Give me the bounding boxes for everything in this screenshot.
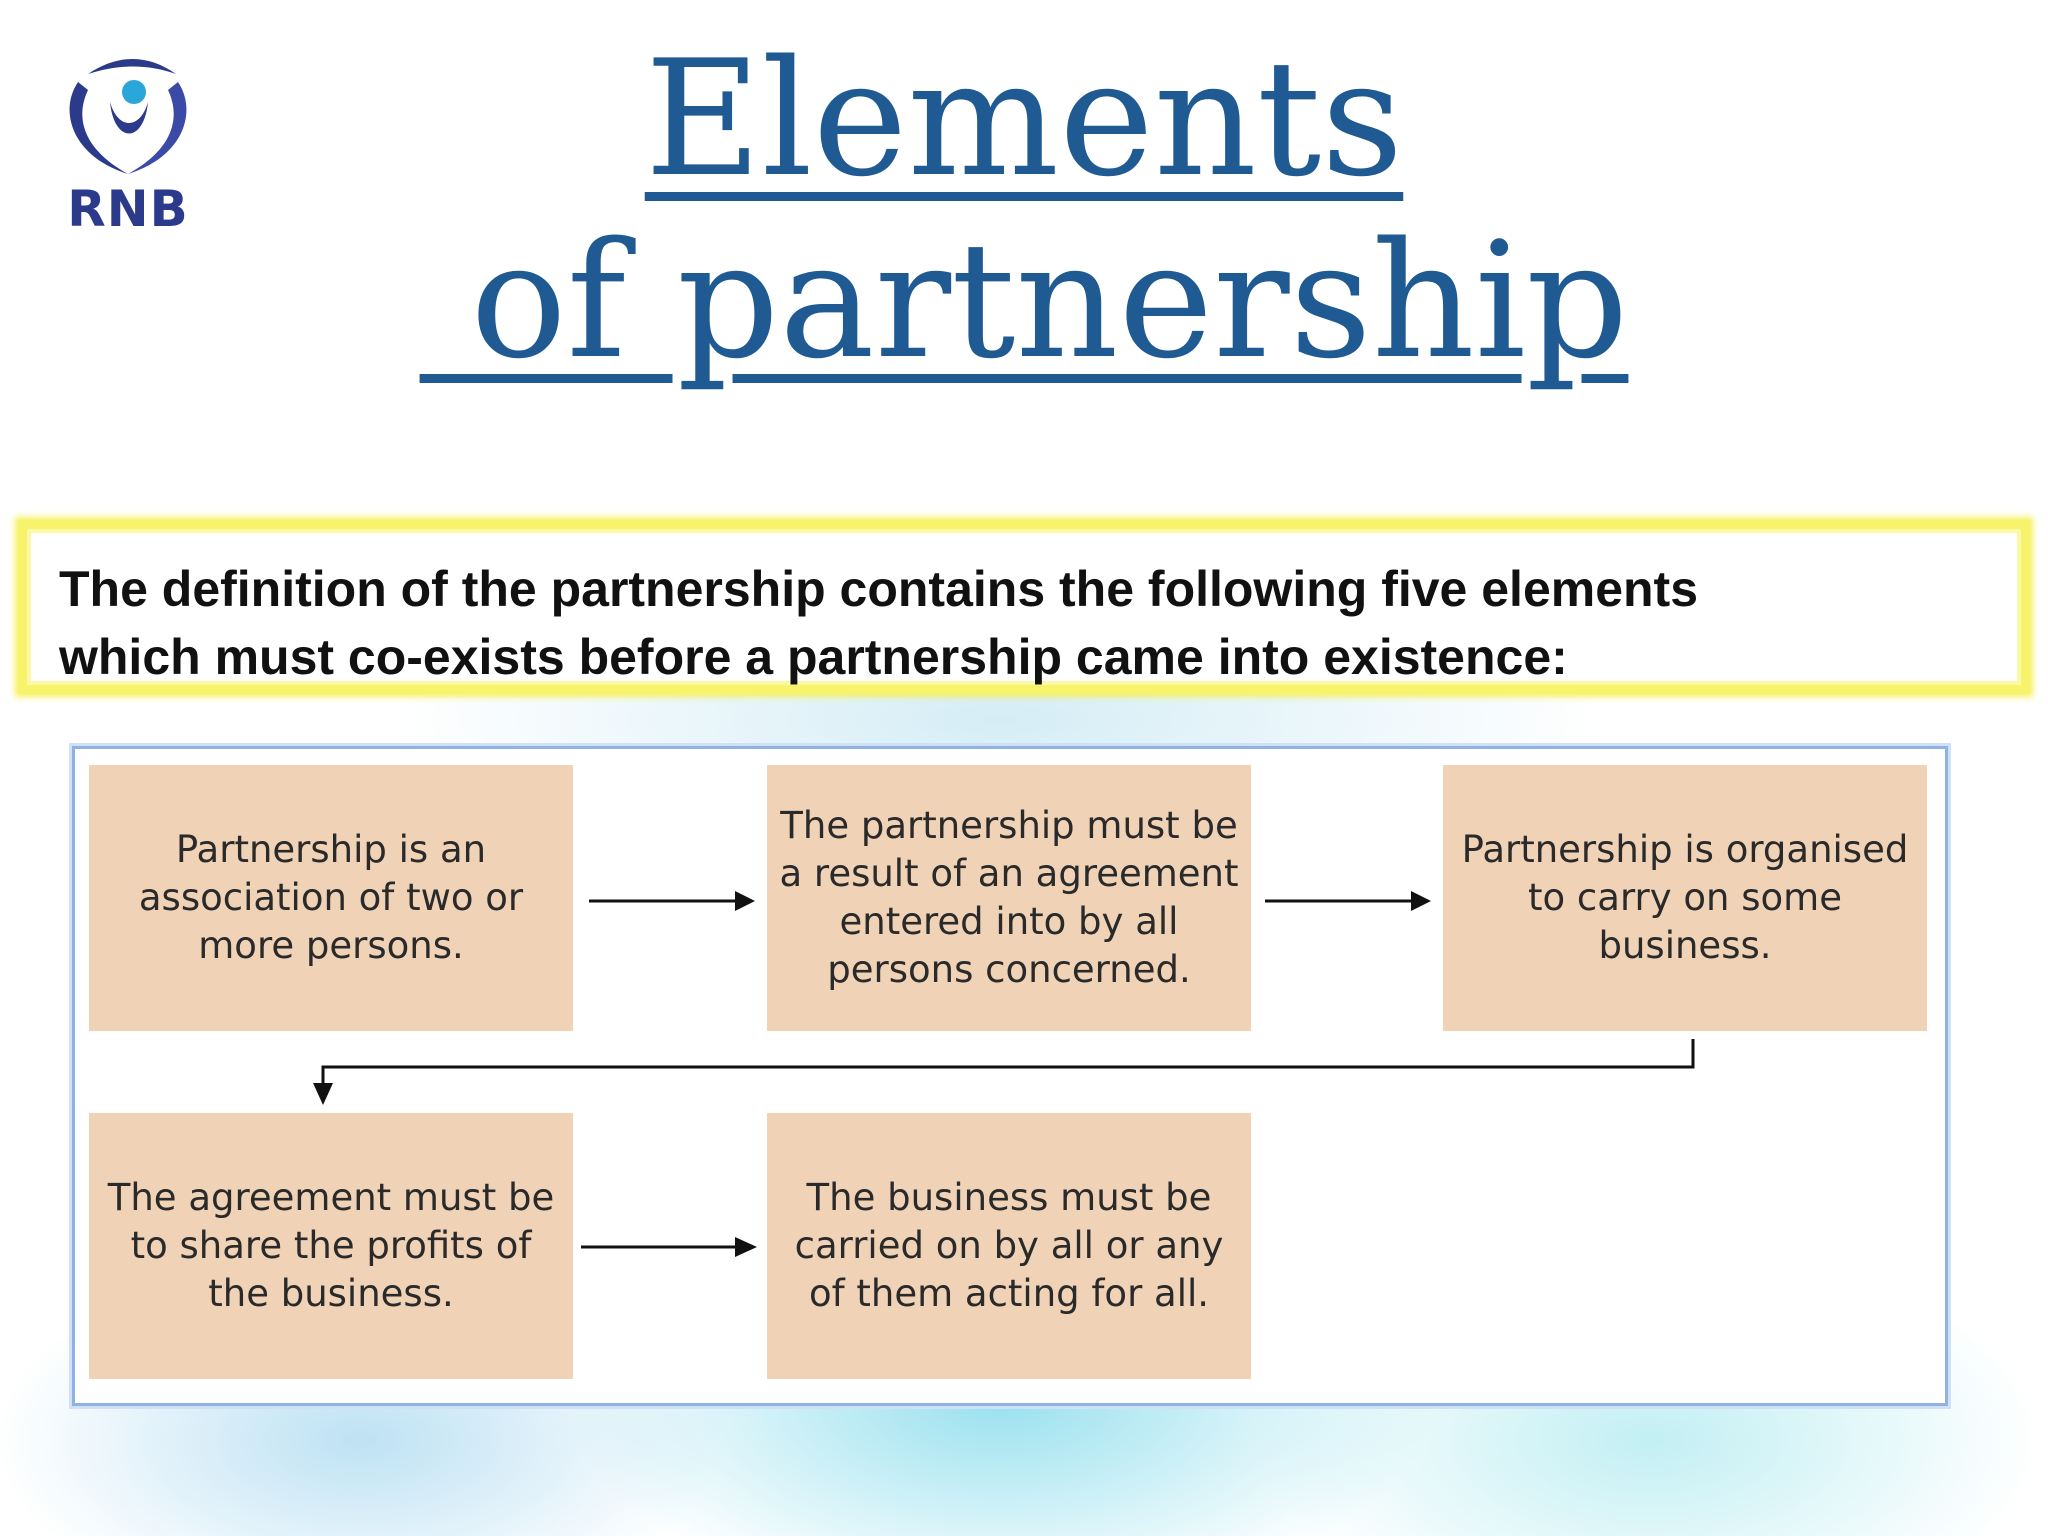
arrow-4-to-5-head (735, 1237, 757, 1257)
arrow-2-to-3-head (1411, 891, 1431, 911)
element-box-3: Partnership is organised to carry on som… (1443, 765, 1927, 1031)
intro-highlight-box: The definition of the partnership contai… (18, 520, 2030, 694)
intro-line-1: The definition of the partnership contai… (59, 561, 1699, 617)
element-box-2: The partnership must be a result of an a… (767, 765, 1251, 1031)
arrow-3-to-4 (321, 1039, 1695, 1089)
element-box-4: The agreement must be to share the profi… (89, 1113, 573, 1379)
rnb-logo: RNB (48, 52, 208, 238)
intro-line-2: which must co-exists before a partnershi… (59, 629, 1568, 685)
flowchart-panel: Partnership is an association of two or … (72, 746, 1948, 1406)
arrow-3-to-4-head (313, 1083, 333, 1105)
title-line-2: of partnership (419, 207, 1629, 394)
flow-arrows (313, 891, 1695, 1257)
arrow-1-to-2-head (735, 891, 755, 911)
element-box-1: Partnership is an association of two or … (89, 765, 573, 1031)
logo-emblem-icon (69, 59, 187, 174)
intro-text: The definition of the partnership contai… (59, 555, 2019, 691)
logo-text: RNB (67, 180, 189, 238)
page-title: Elements of partnership (0, 28, 2048, 392)
title-line-1: Elements (644, 25, 1404, 212)
element-box-5: The business must be carried on by all o… (767, 1113, 1251, 1379)
